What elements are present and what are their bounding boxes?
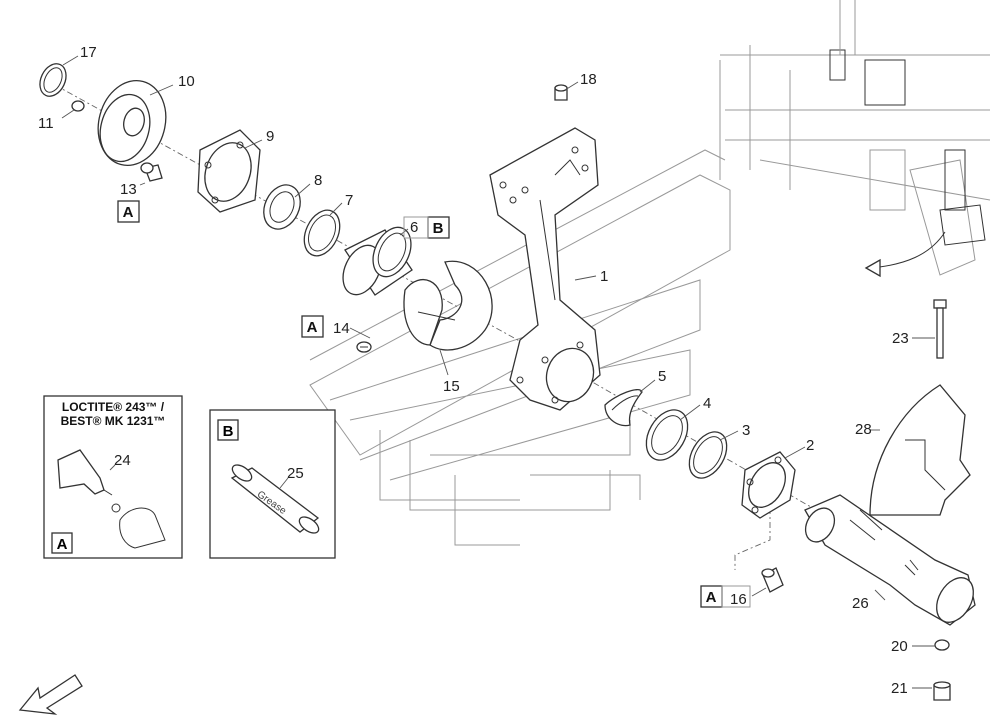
svg-text:A: A bbox=[307, 319, 318, 336]
lock-nut-8 bbox=[263, 184, 301, 230]
callout-25: 25 bbox=[287, 465, 304, 482]
seal-ring-4 bbox=[645, 409, 689, 461]
callout-28: 28 bbox=[855, 421, 872, 438]
cover-28 bbox=[869, 384, 971, 516]
callout-8: 8 bbox=[314, 172, 322, 189]
callout-14: 14 bbox=[333, 320, 350, 337]
callout-7: 7 bbox=[345, 192, 353, 209]
loctite-ref-box bbox=[51, 532, 73, 554]
flange-housing-9 bbox=[197, 129, 261, 213]
adhesive-bottle-icon bbox=[57, 449, 113, 496]
ref-marker-a-16: A bbox=[700, 585, 723, 608]
callout-4: 4 bbox=[703, 395, 711, 412]
plug-11 bbox=[71, 100, 85, 112]
shaft-26 bbox=[804, 494, 976, 626]
callout-16: 16 bbox=[730, 591, 747, 608]
washer-3 bbox=[688, 431, 728, 479]
callout-23: 23 bbox=[892, 330, 909, 347]
split-ring-5 bbox=[604, 389, 643, 427]
ref-marker-b-6: B bbox=[427, 216, 450, 239]
grease-panel: B Grease bbox=[209, 409, 336, 559]
loctite-panel: LOCTITE® 243™ / BEST® MK 1231™ A bbox=[43, 395, 183, 559]
guard-shell-15 bbox=[403, 260, 493, 351]
callout-13: 13 bbox=[120, 181, 137, 198]
callout-15: 15 bbox=[443, 378, 460, 395]
svg-text:A: A bbox=[123, 204, 134, 221]
callout-10: 10 bbox=[178, 73, 195, 90]
callout-21: 21 bbox=[891, 680, 908, 697]
svg-text:B: B bbox=[223, 423, 234, 440]
callout-5: 5 bbox=[658, 368, 666, 385]
loctite-line1: LOCTITE® 243™ / bbox=[62, 400, 165, 414]
hand-icon bbox=[111, 503, 166, 549]
callout-9: 9 bbox=[266, 128, 274, 145]
callout-18: 18 bbox=[580, 71, 597, 88]
grease-nipple-18 bbox=[554, 84, 568, 101]
callout-6: 6 bbox=[410, 219, 418, 236]
machine-context-sketch bbox=[719, 0, 991, 278]
callout-2: 2 bbox=[806, 437, 814, 454]
callout-labels: 17 10 11 13 9 8 7 6 18 1 14 15 5 4 3 2 2… bbox=[38, 44, 909, 697]
svg-text:B: B bbox=[433, 220, 444, 237]
snap-ring-17 bbox=[39, 63, 67, 97]
screw-16 bbox=[761, 567, 784, 593]
grease-pin-icon: Grease bbox=[230, 464, 320, 534]
screw-13 bbox=[140, 162, 163, 182]
arm-bracket-1 bbox=[489, 127, 601, 411]
grease-ref-box bbox=[217, 419, 239, 441]
ref-bracket-16 bbox=[721, 585, 751, 608]
ref-bracket-6 bbox=[403, 216, 429, 239]
svg-text:A: A bbox=[706, 589, 717, 606]
ref-marker-a-13: A bbox=[117, 200, 140, 223]
svg-text:A: A bbox=[57, 536, 68, 553]
callout-20: 20 bbox=[891, 638, 908, 655]
cap-21 bbox=[933, 681, 951, 701]
bushing-6 bbox=[342, 226, 413, 296]
callout-11: 11 bbox=[38, 115, 54, 132]
flange-2 bbox=[741, 451, 796, 519]
callout-1: 1 bbox=[600, 268, 608, 285]
leader-lines bbox=[61, 55, 935, 689]
callout-3: 3 bbox=[742, 422, 750, 439]
callout-26: 26 bbox=[852, 595, 869, 612]
callout-24: 24 bbox=[114, 452, 131, 469]
washer-7 bbox=[303, 209, 341, 257]
bolt-23 bbox=[933, 299, 947, 359]
hub-10 bbox=[97, 79, 167, 167]
callout-17: 17 bbox=[80, 44, 97, 61]
screw-14 bbox=[356, 341, 372, 353]
loctite-line2: BEST® MK 1231™ bbox=[61, 414, 166, 428]
washer-20 bbox=[934, 639, 950, 651]
ref-marker-a-14: A bbox=[301, 315, 324, 338]
orientation-arrow-icon bbox=[18, 674, 83, 715]
